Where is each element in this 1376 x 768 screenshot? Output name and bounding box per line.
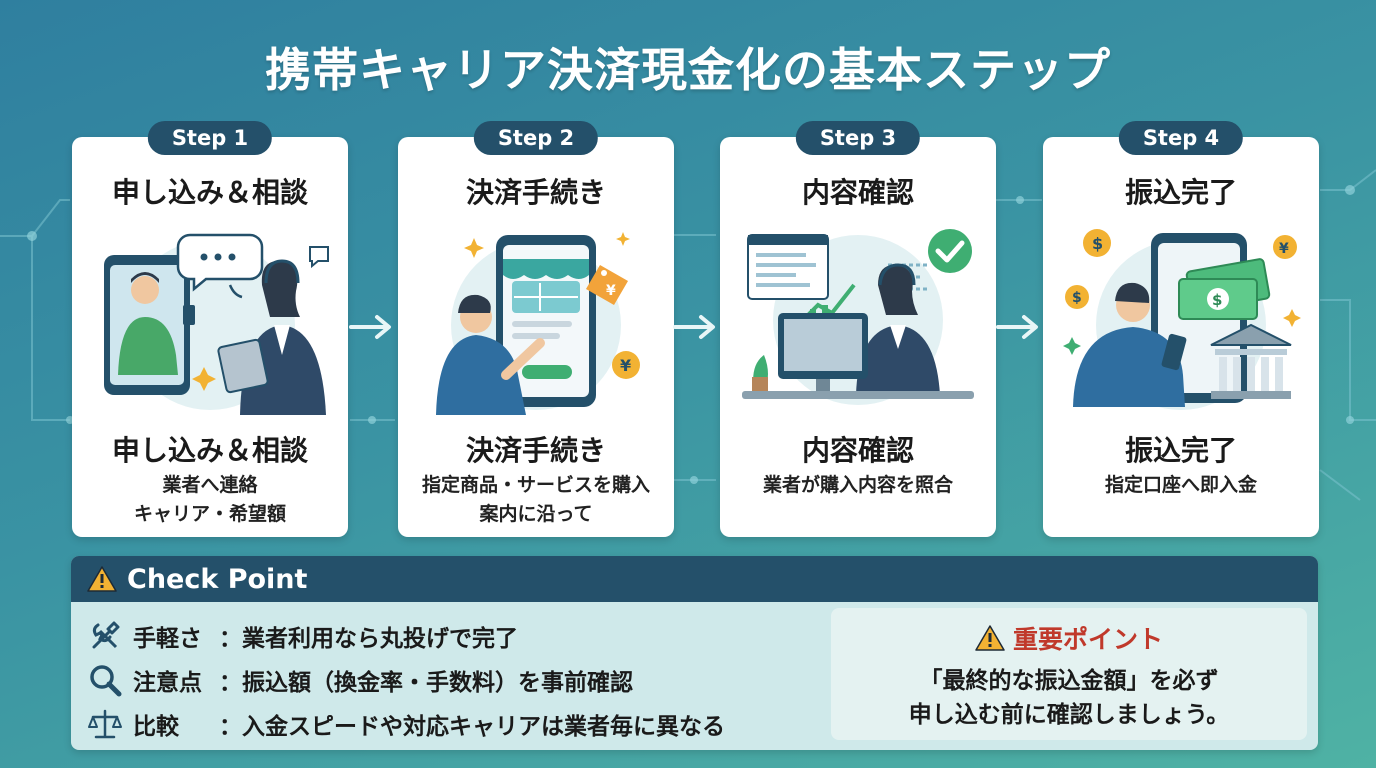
step-desc-line: キャリア・希望額 [133,503,286,525]
important-point-box: 重要ポイント 「最終的な振込金額」を必ず 申し込む前に確認しましょう。 [831,608,1307,740]
step-card-2: Step 2 決済手続き ¥ ¥ 決済手続き 指定商品・サービスを購入 案内に沿… [398,121,674,537]
warning-icon [87,566,117,592]
checkpoint-text: ：入金スピードや対応キャリアは業者毎に異なる [219,714,725,740]
checkpoint-item: 手軽さ ：業者利用なら丸投げで完了 [85,614,725,658]
checkpoint-label: 手軽さ [133,626,202,652]
step-title: 振込完了 [1124,176,1237,209]
step-subtitle: 振込完了 [1124,434,1237,467]
important-point-label: 重要ポイント [1012,625,1163,654]
step-badge: Step 2 [473,121,599,155]
checkpoint-text: ：業者利用なら丸投げで完了 [219,626,518,652]
checkpoint-item: 注意点 ：振込額（換金率・手数料）を事前確認 [85,658,725,702]
step-title: 内容確認 [801,176,914,209]
step-badge: Step 3 [795,121,921,155]
checkpoint-label: 比較 [133,714,179,740]
step-title: 申し込み＆相談 [111,176,308,209]
important-point-line: 「最終的な振込金額」を必ず [919,668,1219,694]
step-subtitle: 決済手続き [465,434,606,467]
svg-text:¥: ¥ [1279,241,1289,257]
step-description: 業者へ連絡 キャリア・希望額 [72,471,348,529]
checkpoint-header: Check Point [71,556,1318,602]
checkpoint-label: 注意点 [133,670,202,696]
payment-illustration: ¥ ¥ [436,232,640,415]
step-title: 決済手続き [465,176,606,209]
svg-text:$: $ [1072,290,1082,306]
step-desc-line: 業者が購入内容を照合 [762,474,953,496]
svg-text:¥: ¥ [606,283,616,299]
step-desc-line: 指定口座へ即入金 [1104,474,1257,496]
checkpoint-item: 比較 ：入金スピードや対応キャリアは業者毎に異なる [85,702,725,746]
step-subtitle: 内容確認 [801,434,914,467]
step-badge: Step 4 [1118,121,1244,155]
step-card-4: Step 4 振込完了 $ $ $ ¥ 振込完了 指定口座へ即入金 [1043,121,1319,537]
step-card-3: Step 3 内容確認 内容確認 業者が購入内容を照合 [720,121,996,537]
transfer-illustration: $ $ $ ¥ [1063,229,1301,410]
verification-illustration [742,229,974,405]
step-badge: Step 1 [147,121,273,155]
checkpoint-panel: Check Point 手軽さ ：業者利用なら丸投げで完了 注意点 ：振込額（換… [71,556,1318,750]
step-desc-line: 指定商品・サービスを購入 [421,474,650,496]
page-title: 携帯キャリア決済現金化の基本ステップ [265,43,1111,97]
arrow-right-icon [673,315,715,339]
important-point-line: 申し込む前に確認しましょう。 [908,702,1230,728]
checkpoint-list: 手軽さ ：業者利用なら丸投げで完了 注意点 ：振込額（換金率・手数料）を事前確認… [85,614,725,746]
step-description: 指定商品・サービスを購入 案内に沿って [398,471,674,529]
warning-icon [975,625,1005,651]
magnifier-icon [85,662,125,698]
checkpoint-header-label: Check Point [127,563,308,595]
checkpoint-text: ：振込額（換金率・手数料）を事前確認 [219,670,633,696]
scales-icon [85,706,125,742]
step-desc-line: 案内に沿って [479,503,593,525]
step-card-1: Step 1 申し込み＆相談 申し込み＆相談 業者へ連絡 キャリア・希望額 [72,121,348,537]
tools-icon [85,618,125,654]
step-subtitle: 申し込み＆相談 [111,434,308,467]
important-point-title: 重要ポイント [831,620,1307,656]
svg-text:¥: ¥ [620,356,631,375]
step-description: 業者が購入内容を照合 [720,471,996,500]
svg-text:$: $ [1092,234,1103,253]
consultation-illustration [104,233,329,415]
arrow-right-icon [349,315,391,339]
step-desc-line: 業者へ連絡 [162,474,258,496]
svg-text:$: $ [1212,291,1222,309]
arrow-right-icon [996,315,1038,339]
step-description: 指定口座へ即入金 [1043,471,1319,500]
